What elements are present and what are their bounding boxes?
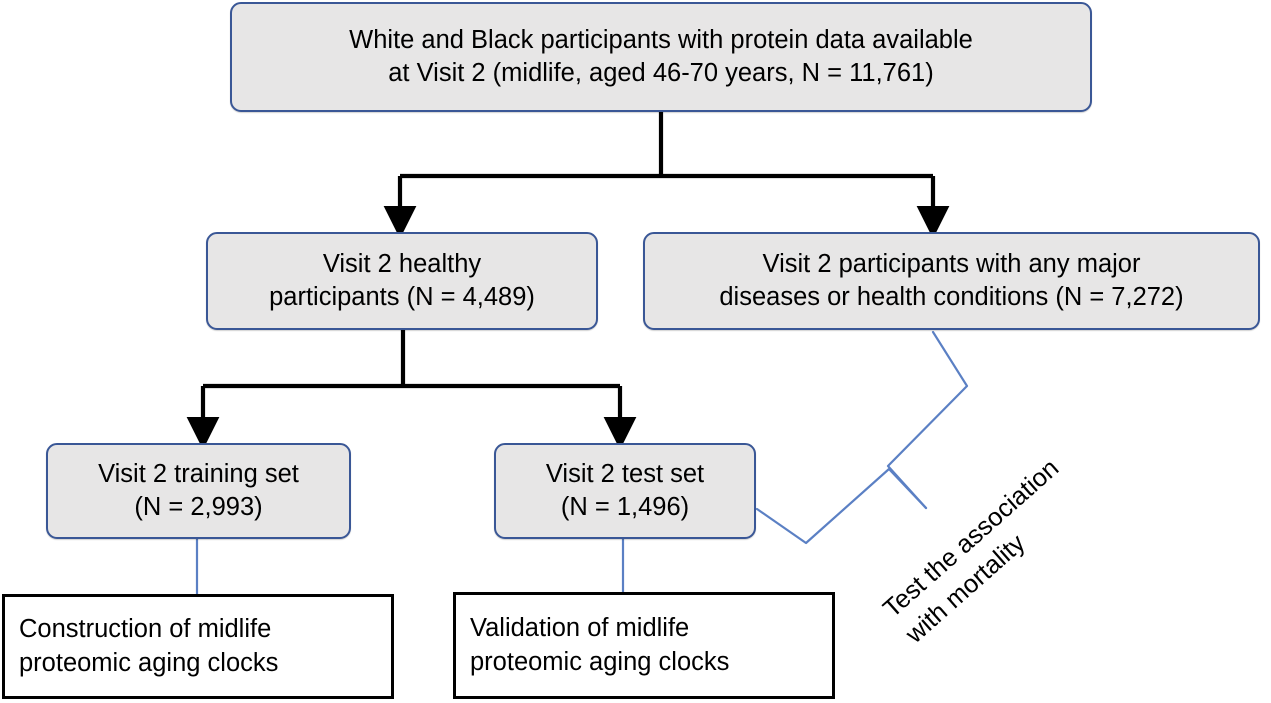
node-root-cohort: White and Black participants with protei… bbox=[230, 2, 1092, 112]
node-test-set-label: Visit 2 test set (N = 1,496) bbox=[545, 459, 705, 521]
edge-label-mortality: Test the association with mortality bbox=[877, 453, 1065, 649]
connector-healthy-split bbox=[203, 330, 620, 389]
node-healthy-participants-label: Visit 2 healthy participants (N = 4,489) bbox=[269, 249, 535, 311]
node-training-set: Visit 2 training set (N = 2,993) bbox=[46, 443, 351, 539]
connector-test-to-mortality bbox=[755, 467, 928, 545]
node-diseased-participants: Visit 2 participants with any major dise… bbox=[643, 232, 1260, 330]
node-construction-outcome-label: Construction of midlife proteomic aging … bbox=[19, 615, 279, 677]
node-validation-outcome-label: Validation of midlife proteomic aging cl… bbox=[470, 614, 730, 676]
node-construction-outcome: Construction of midlife proteomic aging … bbox=[2, 594, 394, 699]
node-diseased-participants-label: Visit 2 participants with any major dise… bbox=[719, 249, 1184, 311]
node-healthy-participants: Visit 2 healthy participants (N = 4,489) bbox=[206, 232, 598, 330]
node-validation-outcome: Validation of midlife proteomic aging cl… bbox=[453, 592, 835, 699]
node-test-set: Visit 2 test set (N = 1,496) bbox=[494, 443, 756, 539]
connector-diseased-to-mortality bbox=[886, 330, 969, 510]
node-root-cohort-label: White and Black participants with protei… bbox=[349, 25, 973, 87]
node-training-set-label: Visit 2 training set (N = 2,993) bbox=[98, 459, 299, 521]
connector-root-split bbox=[400, 112, 933, 179]
